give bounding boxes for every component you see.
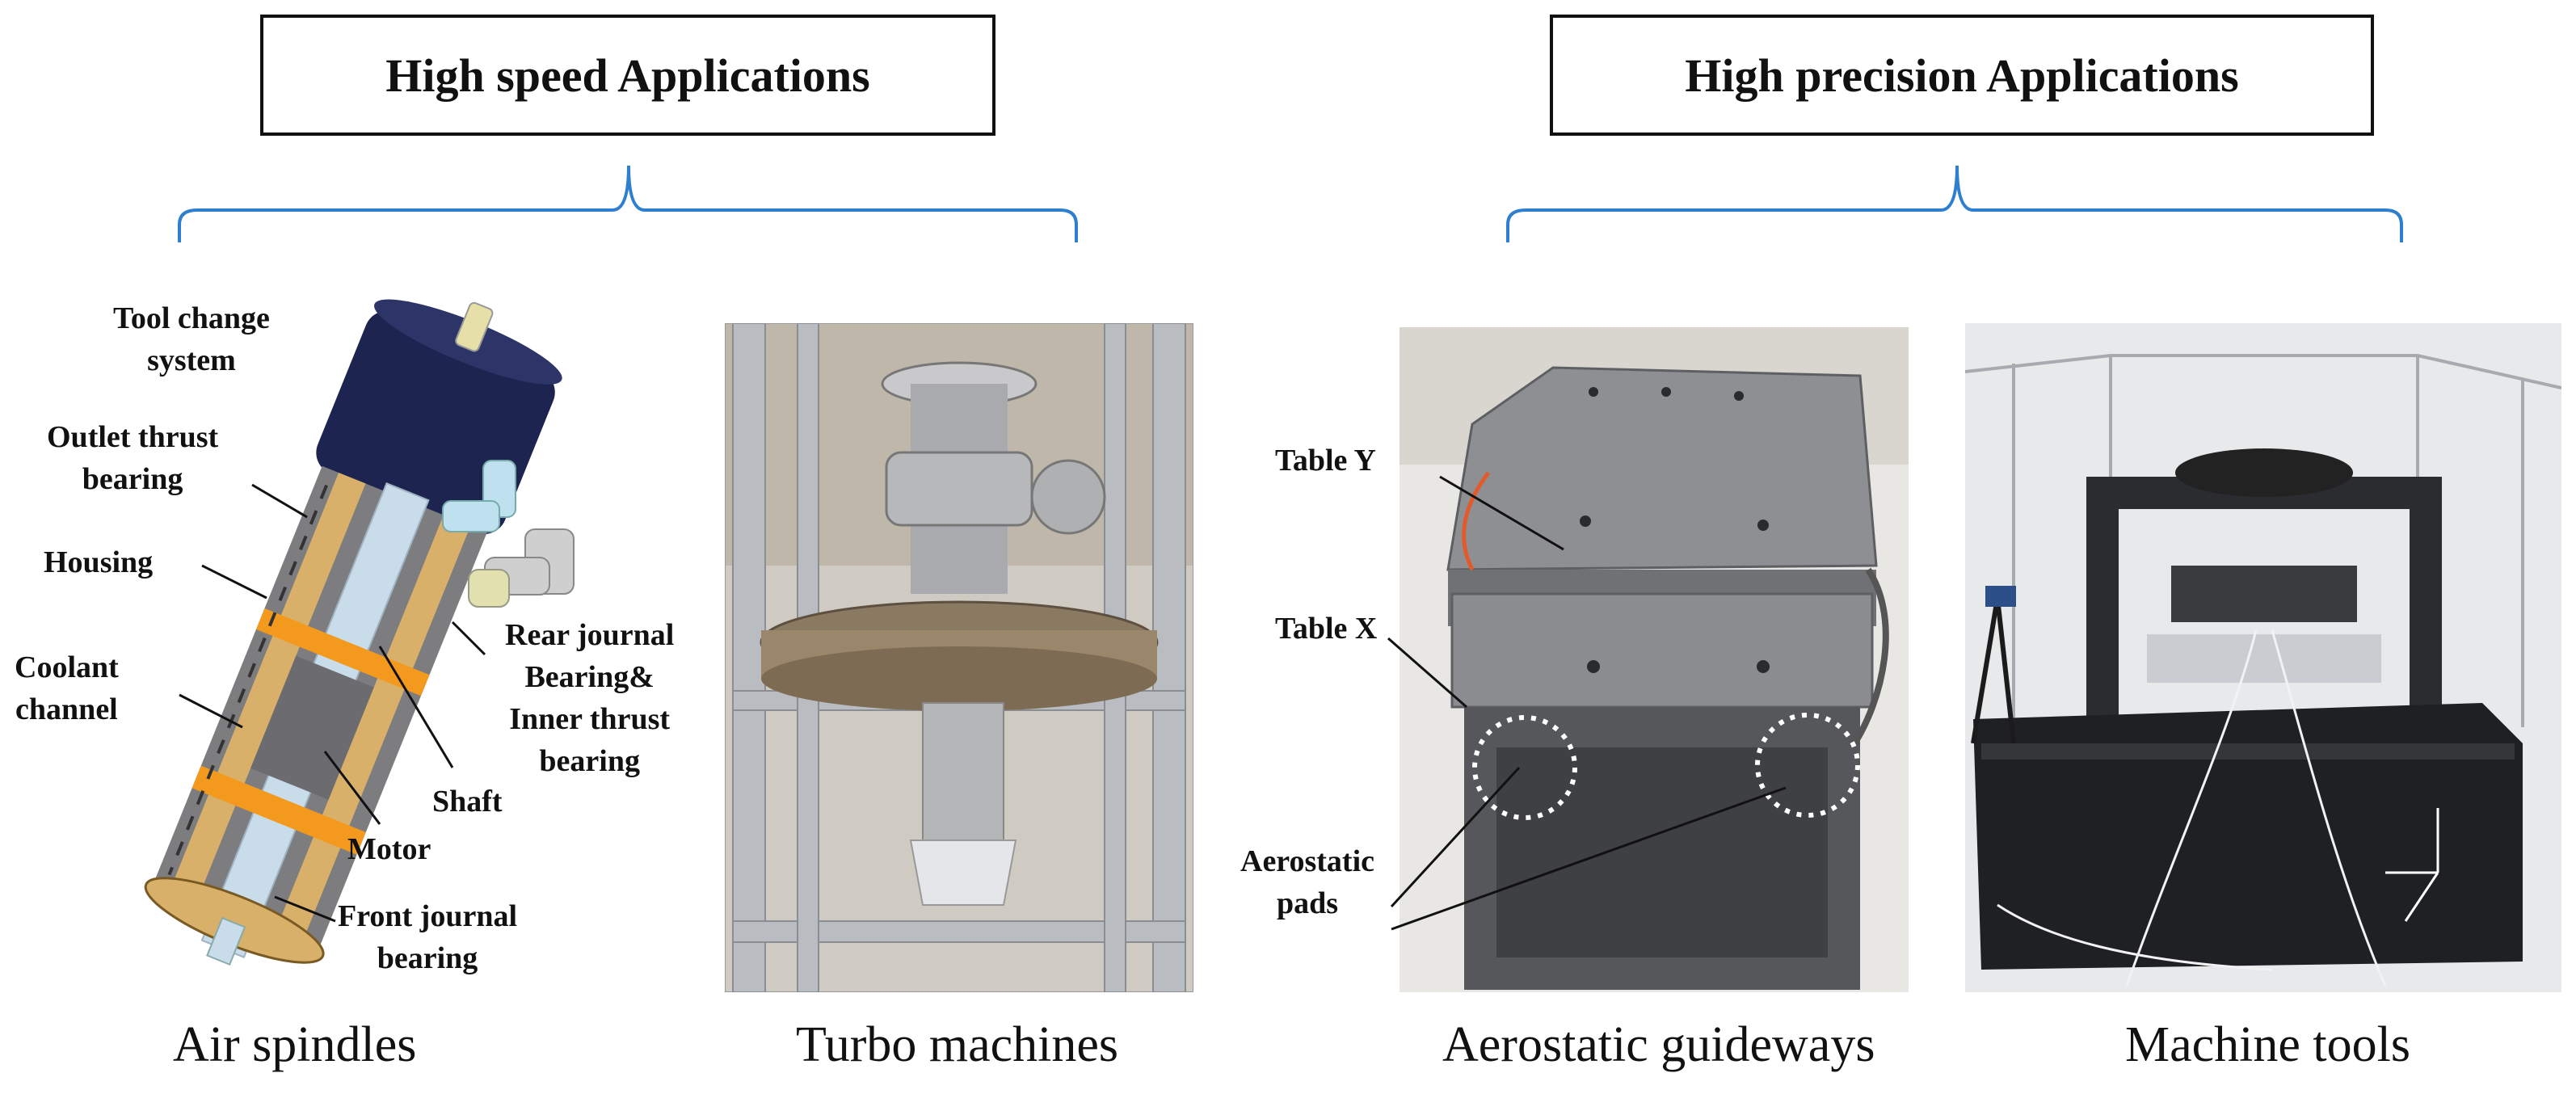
label-motor: Motor [347,832,431,866]
high-precision-bracket [1506,165,2403,242]
caption-aerostatic-guideways: Aerostatic guideways [1442,1017,1875,1072]
high-speed-title-box: High speed Applications [260,15,995,136]
high-speed-bracket [178,165,1078,242]
caption-turbo-machines: Turbo machines [796,1017,1118,1072]
spindle-leader-lines [179,483,486,923]
high-precision-title-box: High precision Applications [1550,15,2374,136]
machine-tool-drawing [1965,323,2561,992]
label-housing: Housing [44,545,154,579]
turbo-machine-photo [725,323,1193,992]
rear-bearing-ring [256,608,430,696]
high-precision-title: High precision Applications [1685,48,2239,102]
front-bearing-ring [192,765,366,855]
tool-change-pin [455,301,494,352]
guideway-drawing [1400,327,1909,992]
aero-pad-left-marker [1472,715,1577,820]
caption-air-spindles: Air spindles [173,1017,417,1072]
machine-tool-photo [1965,323,2561,992]
label-table-x: Table X [1275,612,1378,646]
spindle-motor [250,655,374,800]
aero-pad-right-marker [1755,713,1860,818]
turbo-machine-drawing [725,323,1193,992]
label-table-y: Table Y [1275,444,1376,478]
label-shaft: Shaft [432,785,503,819]
aerostatic-guideway-photo [1400,327,1909,992]
coolant-fittings [442,460,575,608]
high-speed-title: High speed Applications [385,48,870,102]
caption-machine-tools: Machine tools [2125,1017,2410,1072]
